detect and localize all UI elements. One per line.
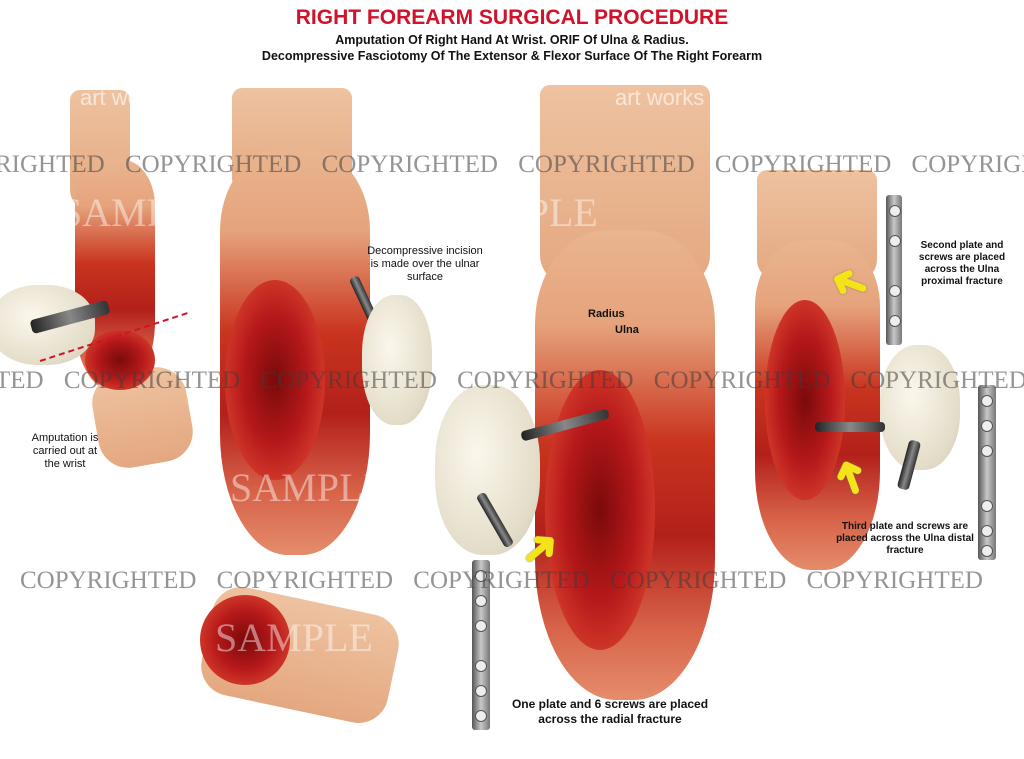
page-title: RIGHT FOREARM SURGICAL PROCEDURE	[295, 6, 729, 29]
wrist-wound	[85, 330, 155, 390]
ulna-label: Ulna	[615, 324, 639, 336]
surgeon-glove	[362, 295, 432, 425]
watermark-row: TED COPYRIGHTED COPYRIGHTED COPYRIGHTED …	[0, 367, 1024, 394]
subtitle-line-2: Decompressive Fasciotomy Of The Extensor…	[261, 49, 763, 63]
plate-three-label: Third plate and screws are placed across…	[836, 521, 974, 556]
watermark-sample: SAMPLE	[230, 465, 388, 510]
subtitle-line-1: Amputation Of Right Hand At Wrist. ORIF …	[335, 33, 689, 47]
radius-label: Radius	[588, 308, 625, 320]
watermark-sample: SAMPLE	[60, 190, 218, 235]
amputation-label: Amputation is carried out at the wrist	[31, 432, 99, 470]
incision-wound	[225, 280, 325, 480]
surgeon-glove	[880, 345, 960, 470]
watermark-sample: SAMPLE	[440, 190, 598, 235]
hand-wound	[200, 595, 290, 685]
watermark-row: COPYRIGHTED COPYRIGHTED COPYRIGHTED COPY…	[20, 567, 983, 594]
bone-plate-second	[886, 195, 902, 345]
plate-two-label: Second plate and screws are placed acros…	[918, 240, 1006, 287]
bone-plate-third	[978, 385, 996, 560]
watermark-art: art works	[80, 85, 170, 110]
surgeon-glove	[435, 385, 540, 555]
drill	[815, 422, 885, 432]
bone-plate	[472, 560, 490, 730]
plate-one-label: One plate and 6 screws are placed across…	[511, 697, 709, 726]
watermark-art: art works	[615, 85, 705, 110]
watermark-sample: SAMPLE	[215, 615, 373, 660]
open-wound	[765, 300, 845, 500]
watermark-row: RIGHTED COPYRIGHTED COPYRIGHTED COPYRIGH…	[0, 151, 1024, 178]
incision-label: Decompressive incision is made over the …	[367, 245, 483, 283]
